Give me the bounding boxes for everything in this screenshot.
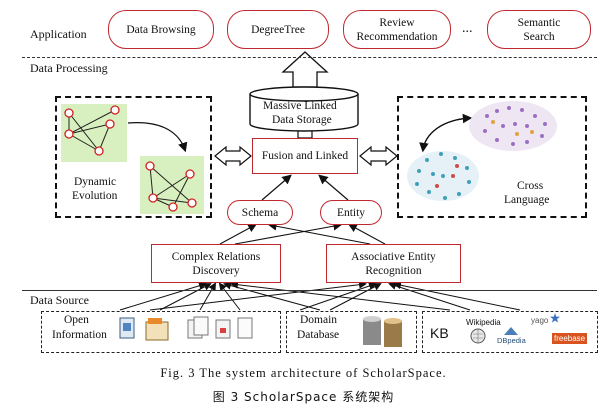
entity-label: Entity (336, 206, 366, 219)
separator-bottom (22, 290, 597, 291)
storage-cylinder (249, 86, 359, 132)
yago-label: yago (531, 316, 549, 325)
app-degree-tree: DegreeTree (227, 10, 329, 49)
complex-relations-box: Complex Relations Discovery (151, 244, 281, 283)
app-review-recommendation: Review Recommendation (343, 10, 451, 49)
open-line2: Information (52, 329, 107, 341)
yago-star-icon (550, 313, 560, 323)
cross-language-clusters (407, 101, 557, 201)
dbpedia-icon (504, 327, 518, 335)
evolution-graphs (64, 105, 197, 212)
section-label-source: Data Source (30, 293, 89, 307)
app-semantic-line2: Search (523, 30, 555, 43)
dbpedia-label: DBpedia (497, 336, 526, 345)
app-semantic-line1: Semantic (517, 16, 561, 29)
app-ellipsis: ... (462, 21, 473, 36)
double-arrow-right (359, 145, 398, 167)
schema-pill: Schema (227, 200, 293, 225)
storage-line1: Massive Linked (263, 100, 337, 112)
associative-entity-box: Associative Entity Recognition (326, 244, 461, 283)
dynamic-line2: Evolution (72, 190, 118, 202)
app-review-line2: Recommendation (356, 30, 438, 43)
freebase-logo: freebase (552, 333, 588, 344)
fusion-label: Fusion and Linked (261, 150, 349, 162)
wikipedia-globe-icon (470, 328, 486, 344)
storage-line2: Data Storage (272, 114, 332, 126)
document-icons (119, 316, 253, 341)
domain-line2: Database (297, 329, 340, 341)
double-arrow-left (214, 145, 252, 167)
cross-language-panel (397, 96, 587, 218)
database-icon (363, 316, 402, 347)
entity-pill: Entity (320, 200, 382, 225)
app-semantic-search: Semantic Search (487, 10, 591, 49)
dynamic-line1: Dynamic (74, 176, 117, 188)
schema-label: Schema (241, 206, 279, 219)
app-data-browsing-label: Data Browsing (126, 23, 196, 36)
hollow-up-arrow (281, 51, 329, 88)
cross-line1: Cross (517, 180, 544, 192)
domain-database-group (286, 311, 417, 353)
section-label-processing: Data Processing (30, 61, 108, 75)
dynamic-evolution-panel (55, 96, 212, 218)
caption-zh: 图 3 ScholarSpace 系统架构 (212, 390, 395, 404)
fusion-and-linked-box: Fusion and Linked (252, 138, 358, 174)
assoc-line2: Recognition (365, 264, 422, 277)
app-data-browsing: Data Browsing (108, 10, 214, 49)
complex-line2: Discovery (192, 264, 240, 277)
app-degree-tree-label: DegreeTree (251, 23, 305, 36)
wikipedia-logo: Wikipedia (466, 318, 501, 327)
complex-line1: Complex Relations (171, 250, 261, 263)
cross-line2: Language (504, 194, 550, 206)
open-line1: Open (64, 314, 89, 326)
domain-line1: Domain (300, 314, 338, 326)
app-review-line1: Review (379, 16, 415, 29)
kb-label: KB (430, 325, 449, 341)
assoc-line1: Associative Entity (351, 250, 436, 263)
open-information-group (41, 311, 281, 353)
kb-group (422, 311, 598, 353)
caption-en: Fig. 3 The system architecture of Schola… (160, 366, 447, 380)
section-label-application: Application (30, 27, 87, 41)
separator-top (22, 57, 597, 58)
